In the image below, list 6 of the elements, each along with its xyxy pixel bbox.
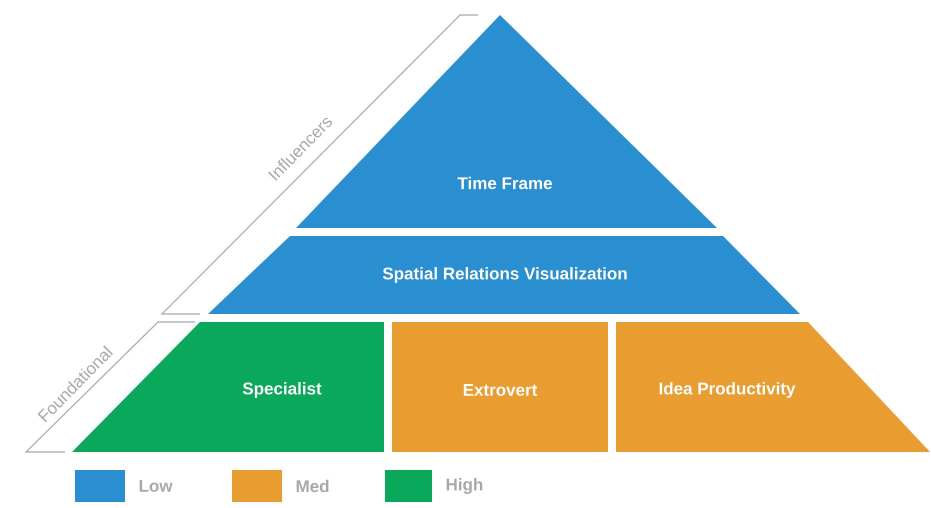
pyramid-tier: Spatial Relations Visualization (208, 236, 800, 314)
pyramid-tier: Extrovert (392, 322, 608, 452)
legend-label: Low (140, 480, 173, 492)
legend-label: Med (296, 480, 328, 492)
pyramid-tier: Idea Productivity (616, 322, 930, 452)
legend-label: High (446, 478, 482, 494)
